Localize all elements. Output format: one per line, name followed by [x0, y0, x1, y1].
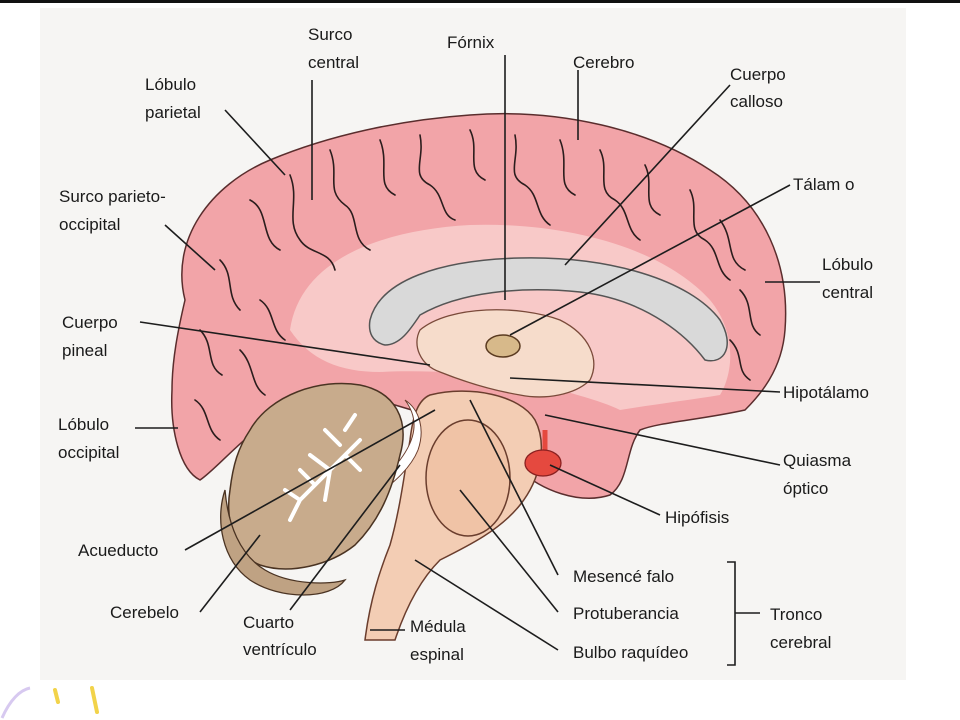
- label-cuerpo-calloso-2: calloso: [730, 92, 783, 111]
- hypophysis: [524, 449, 562, 477]
- leader-cuerpo-calloso: [564, 84, 731, 266]
- label-quiasma-1: Quiasma: [783, 451, 852, 470]
- top-border-strip: [0, 0, 960, 3]
- leader-lobulo-parietal: [224, 109, 286, 176]
- gyrus-lines: [194, 129, 761, 441]
- label-protuberancia: Protuberancia: [573, 604, 679, 623]
- label-cuerpo-pineal-1: Cuerpo: [62, 313, 118, 332]
- leader-hipofisis: [549, 464, 661, 516]
- label-lobulo-parietal-1: Lóbulo: [145, 75, 196, 94]
- label-fornix: Fórnix: [447, 33, 495, 52]
- label-lobulo-parietal-2: parietal: [145, 103, 201, 122]
- cerebellum-lower: [220, 489, 347, 596]
- label-lobulo-occipital-2: occipital: [58, 443, 119, 462]
- leader-quiasma: [544, 414, 781, 466]
- label-cerebro: Cerebro: [573, 53, 634, 72]
- corner-decoration: [0, 686, 99, 719]
- label-mesencefalo: Mesencé falo: [573, 567, 674, 586]
- label-medula-1: Médula: [410, 617, 466, 636]
- leader-lines: [135, 55, 820, 666]
- leader-protuberancia: [459, 489, 559, 613]
- label-hipotalamo: Hipotálamo: [783, 383, 869, 402]
- leader-talamo: [509, 184, 791, 336]
- label-quiasma-2: óptico: [783, 479, 828, 498]
- label-tronco-1: Tronco: [770, 605, 822, 624]
- label-cuarto-ventriculo-2: ventrículo: [243, 640, 317, 659]
- label-cerebelo: Cerebelo: [110, 603, 179, 622]
- leader-cuarto-ventriculo: [289, 464, 401, 611]
- label-cuerpo-calloso-1: Cuerpo: [730, 65, 786, 84]
- label-surco-central-2: central: [308, 53, 359, 72]
- arbor-vitae: [283, 413, 362, 522]
- labels: Surco central Fórnix Cerebro Cuerpo call…: [58, 25, 873, 664]
- label-lobulo-occipital-1: Lóbulo: [58, 415, 109, 434]
- corpus-callosum: [368, 257, 728, 362]
- label-cuerpo-pineal-2: pineal: [62, 341, 107, 360]
- pons: [425, 419, 511, 537]
- leader-mesencefalo: [469, 399, 559, 576]
- label-cuarto-ventriculo-1: Cuarto: [243, 613, 294, 632]
- leader-surco-parieto: [164, 224, 216, 271]
- label-lobulo-central-2: central: [822, 283, 873, 302]
- label-bulbo: Bulbo raquídeo: [573, 643, 688, 662]
- label-medula-2: espinal: [410, 645, 464, 664]
- leader-cerebelo: [199, 534, 261, 613]
- label-surco-central-1: Surco: [308, 25, 352, 44]
- leader-hipotalamo: [509, 377, 781, 393]
- leader-acueducto: [184, 409, 436, 551]
- leader-cuerpo-pineal: [139, 321, 431, 366]
- label-surco-parieto-2: occipital: [59, 215, 120, 234]
- label-acueducto: Acueducto: [78, 541, 158, 560]
- label-tronco-2: cerebral: [770, 633, 831, 652]
- label-talamo: Tálam o: [793, 175, 854, 194]
- label-surco-parieto-1: Surco parieto-: [59, 187, 166, 206]
- bracket-tronco: [727, 561, 760, 666]
- leader-bulbo: [414, 559, 559, 651]
- thalamus-nucleus: [485, 334, 521, 358]
- label-lobulo-central-1: Lóbulo: [822, 255, 873, 274]
- label-hipofisis: Hipófisis: [665, 508, 729, 527]
